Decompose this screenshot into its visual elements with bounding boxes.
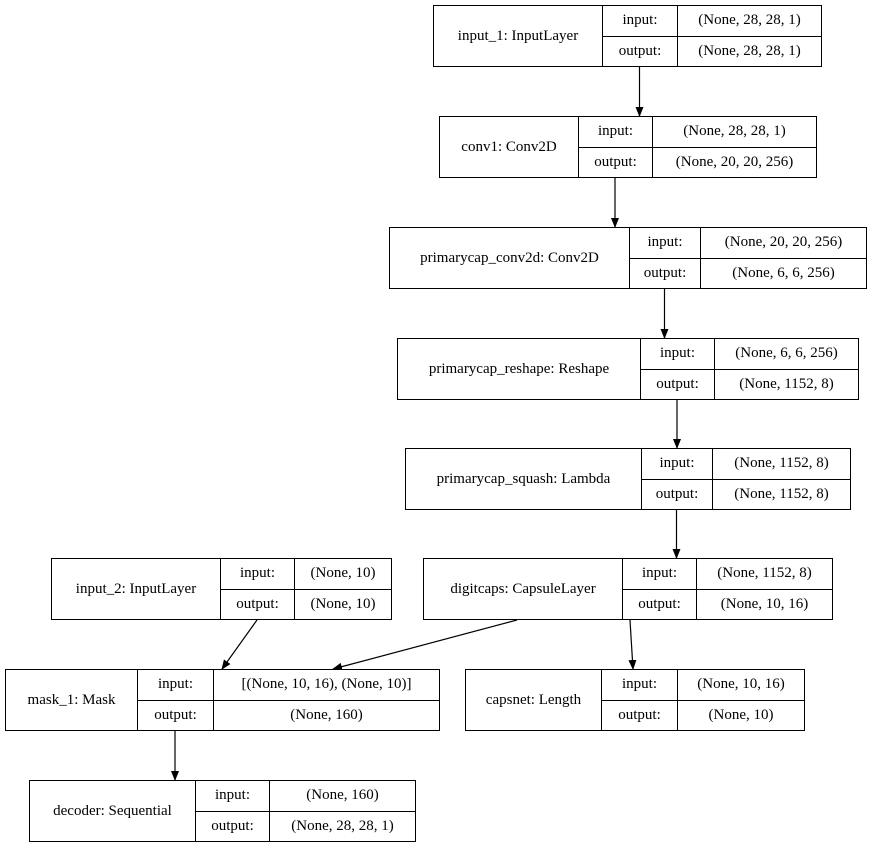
input-label: input: [196,781,269,812]
output-label: output: [594,153,637,170]
output-label: output: [638,595,681,612]
output-shape: (None, 20, 20, 256) [675,153,794,170]
output-label: output: [236,595,279,612]
output-shape: (None, 10) [708,706,774,723]
input-label: input: [623,559,696,590]
layer-node-digitcaps: digitcaps: CapsuleLayer input: output: (… [423,558,833,620]
output-shape: (None, 10) [310,595,376,612]
layer-node-capsnet: capsnet: Length input: output: (None, 10… [465,669,805,731]
input-label: input: [602,670,677,701]
layer-node-input-2: input_2: InputLayer input: output: (None… [51,558,392,620]
input-label: input: [642,449,712,480]
output-shape: (None, 10, 16) [720,595,809,612]
layer-node-primarycap-reshape: primarycap_reshape: Reshape input: outpu… [397,338,859,400]
input-shape: (None, 10, 16) [678,670,804,701]
edge-digitcaps-to-capsnet [628,619,637,670]
output-shape: (None, 6, 6, 256) [732,264,835,281]
input-shape: (None, 28, 28, 1) [653,117,816,148]
output-label: output: [211,817,254,834]
layer-node-input-1: input_1: InputLayer input: output: (None… [433,5,822,67]
input-shape: (None, 28, 28, 1) [678,6,821,37]
input-label: input: [641,339,714,370]
layer-name: primarycap_squash: Lambda [406,449,642,509]
output-label: output: [655,485,699,502]
layer-name: mask_1: Mask [6,670,138,730]
output-label: output: [643,264,687,281]
output-shape: (None, 1152, 8) [734,485,829,502]
output-label: output: [618,42,662,59]
output-label: output: [656,375,699,392]
layer-name: digitcaps: CapsuleLayer [424,559,623,619]
input-label: input: [579,117,652,148]
layer-name: capsnet: Length [466,670,602,730]
edge-digitcaps-to-mask_1 [332,619,518,671]
layer-name: input_1: InputLayer [434,6,603,66]
input-shape: (None, 20, 20, 256) [701,228,866,259]
edge-input_2-to-mask_1 [221,619,258,670]
input-shape: (None, 6, 6, 256) [715,339,858,370]
input-shape: (None, 160) [270,781,415,812]
output-label: output: [154,706,197,723]
input-label: input: [603,6,677,37]
output-shape: (None, 1152, 8) [739,375,834,392]
output-shape: (None, 28, 28, 1) [291,817,394,834]
layer-name: input_2: InputLayer [52,559,221,619]
input-shape: (None, 1152, 8) [697,559,832,590]
layer-name: decoder: Sequential [30,781,196,841]
input-shape: [(None, 10, 16), (None, 10)] [214,670,439,701]
input-label: input: [138,670,213,701]
layer-node-primarycap-squash: primarycap_squash: Lambda input: output:… [405,448,851,510]
layer-node-primarycap-conv2d: primarycap_conv2d: Conv2D input: output:… [389,227,867,289]
input-label: input: [221,559,294,590]
input-label: input: [630,228,700,259]
layer-node-decoder: decoder: Sequential input: output: (None… [29,780,416,842]
output-shape: (None, 28, 28, 1) [698,42,801,59]
output-label: output: [618,706,661,723]
input-shape: (None, 10) [295,559,391,590]
layer-name: primarycap_conv2d: Conv2D [390,228,630,288]
layer-name: conv1: Conv2D [440,117,579,177]
layer-node-mask-1: mask_1: Mask input: output: [(None, 10, … [5,669,440,731]
input-shape: (None, 1152, 8) [713,449,850,480]
layer-node-conv1: conv1: Conv2D input: output: (None, 28, … [439,116,817,178]
output-shape: (None, 160) [290,706,363,723]
layer-name: primarycap_reshape: Reshape [398,339,641,399]
